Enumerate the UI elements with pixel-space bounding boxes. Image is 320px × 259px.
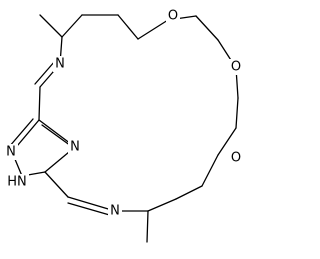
oxygen-label-lower: O	[231, 151, 241, 166]
atom-label-layer: O O O N N N N HN	[4, 8, 243, 219]
triazole-nh-label: HN	[7, 175, 27, 190]
bond	[34, 60, 56, 85]
bond	[235, 97, 239, 129]
bond	[117, 14, 139, 40]
bond	[201, 154, 219, 187]
bond	[175, 185, 203, 200]
bond	[61, 14, 83, 38]
triazole-nitrogen-label-right: N	[70, 140, 80, 155]
molecule-diagram: O O O N N N N HN	[4, 8, 243, 243]
bond	[146, 210, 149, 243]
imine-nitrogen-label-bottom: N	[110, 204, 120, 219]
bond	[217, 127, 237, 156]
bond	[137, 19, 169, 40]
bond	[67, 202, 114, 217]
bond	[39, 14, 63, 38]
bond	[44, 171, 69, 198]
bond	[67, 196, 116, 212]
bond-layer	[8, 14, 239, 243]
bond	[38, 86, 41, 121]
imine-nitrogen-label-top: N	[55, 57, 65, 72]
oxygen-label-top: O	[168, 9, 178, 24]
structure-canvas: O O O N N N N HN	[4, 8, 243, 243]
bond	[195, 15, 219, 41]
triazole-nitrogen-label-left: N	[6, 145, 16, 160]
bond	[8, 118, 34, 148]
bond	[147, 198, 177, 212]
oxygen-label-middle: O	[231, 60, 241, 75]
bond	[41, 124, 72, 147]
